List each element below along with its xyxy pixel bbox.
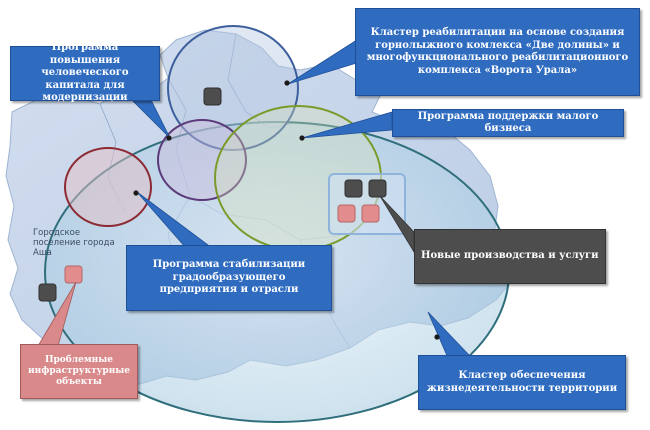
- small-business-callout: Программа поддержки малого бизнеса: [392, 109, 624, 137]
- human-capital-circle: [157, 119, 247, 201]
- infrastructure-callout: Проблемные инфраструктурные объекты: [20, 344, 138, 399]
- human-capital-callout: Программа повышения человеческого капита…: [10, 42, 160, 103]
- rehab-cluster-callout: Кластер реабилитации на основе создания …: [355, 8, 640, 96]
- dark-square: [368, 179, 387, 198]
- object-squares: [38, 87, 387, 302]
- new-production-callout: Новые производства и услуги: [414, 229, 606, 284]
- callout-pointers: [37, 37, 471, 359]
- dark-square: [203, 87, 222, 106]
- rehab-cluster-circle: [167, 25, 299, 151]
- town-label: Городское поселение города Аша: [33, 228, 115, 258]
- dark-square: [344, 179, 363, 198]
- dark-square: [38, 283, 57, 302]
- stabilization-callout: Программа стабилизации градообразующего …: [126, 245, 332, 311]
- life-support-callout: Кластер обеспечения жизнедеятельности те…: [418, 355, 626, 410]
- pink-square: [361, 204, 380, 223]
- stabilization-circle: [64, 147, 152, 227]
- pink-square: [64, 265, 83, 284]
- pink-square: [337, 204, 356, 223]
- new-production-box: [328, 173, 406, 235]
- location-markers: [133, 80, 440, 340]
